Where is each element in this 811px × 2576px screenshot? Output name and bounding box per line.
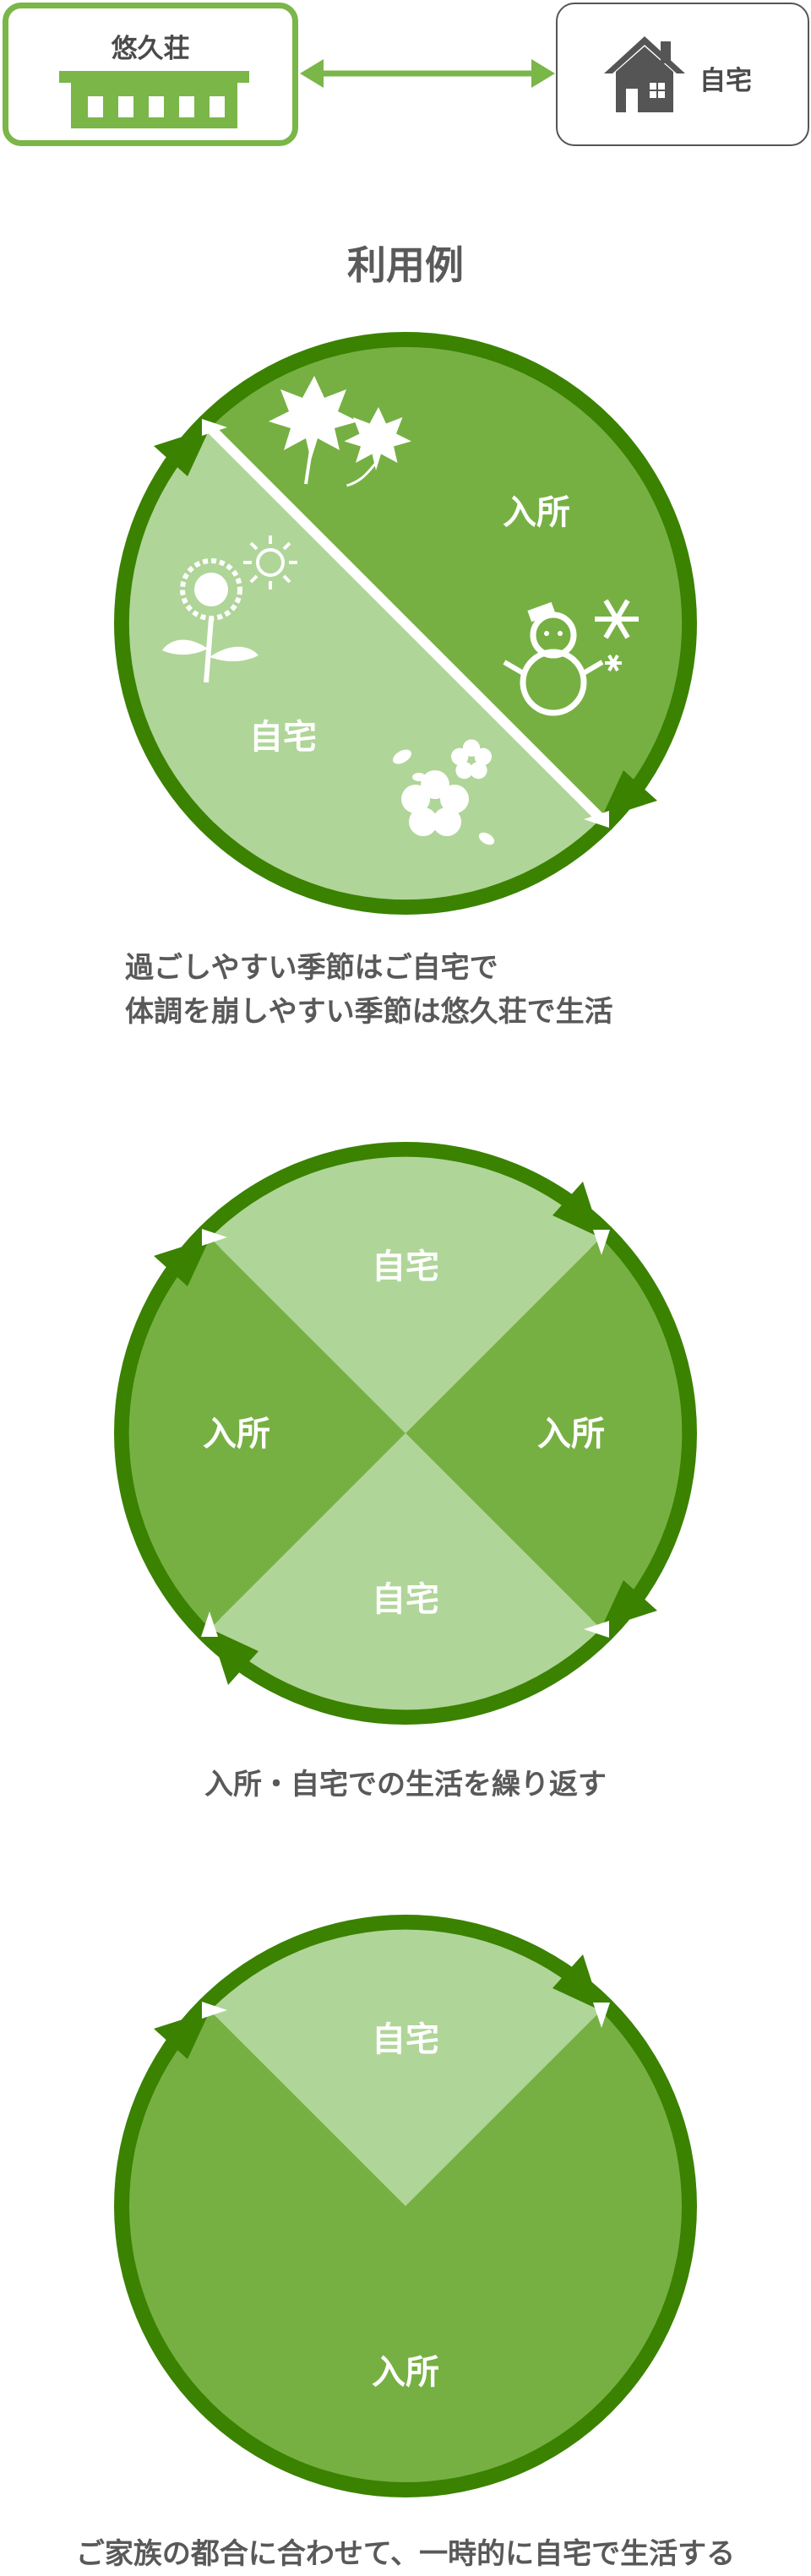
- arrow-head: [601, 770, 657, 819]
- home-segment: [128, 427, 601, 900]
- caption-line: 過ごしやすい季節はご自宅で: [125, 951, 498, 985]
- section-title: 利用例: [347, 242, 464, 288]
- facility-label: 悠久荘: [111, 34, 190, 64]
- home-segment: [210, 1929, 601, 2206]
- facility-segment: [210, 346, 683, 819]
- cherry-blossom-icon: [393, 739, 495, 845]
- diagram-seasonal: 入所 自宅: [114, 332, 697, 915]
- maple-leaf-icon: [344, 407, 411, 487]
- segment-label: 自宅: [249, 718, 317, 757]
- home-segment: [210, 1156, 601, 1433]
- diagram-alternating: 自宅 入所 自宅 入所: [114, 1142, 697, 1725]
- arrow-head: [154, 427, 210, 476]
- snowflake-icon: [605, 655, 622, 671]
- segment-label: 入所: [503, 493, 570, 532]
- double-arrow-icon: [300, 59, 555, 88]
- home-segment: [210, 1433, 601, 1710]
- segment-label: 自宅: [372, 2020, 439, 2059]
- facility-segment: [128, 1237, 406, 1629]
- segment-label: 入所: [372, 2353, 439, 2392]
- segment-label: 自宅: [372, 1247, 439, 1286]
- house-icon: [604, 36, 685, 112]
- caption-line: ご家族の都合に合わせて、一時的に自宅で生活する: [75, 2537, 736, 2571]
- home-box: 自宅: [556, 3, 809, 146]
- building-icon: [59, 71, 249, 128]
- home-label: 自宅: [699, 66, 752, 96]
- segment-label: 入所: [537, 1415, 605, 1454]
- sun-icon: [243, 535, 297, 590]
- facility-segment: [406, 1237, 683, 1629]
- segment-label: 入所: [203, 1415, 270, 1454]
- caption-line: 入所・自宅での生活を繰り返す: [204, 1768, 607, 1802]
- snowflake-icon: [595, 599, 639, 639]
- segment-label: 自宅: [372, 1580, 439, 1619]
- maple-leaf-icon: [269, 376, 358, 485]
- caption-line: 体調を崩しやすい季節は悠久荘で生活: [125, 995, 613, 1029]
- facility-box: 悠久荘: [3, 3, 298, 146]
- sunflower-icon: [162, 558, 259, 683]
- diagram-temporary: 自宅 入所: [114, 1915, 697, 2497]
- snowman-icon: [503, 601, 604, 716]
